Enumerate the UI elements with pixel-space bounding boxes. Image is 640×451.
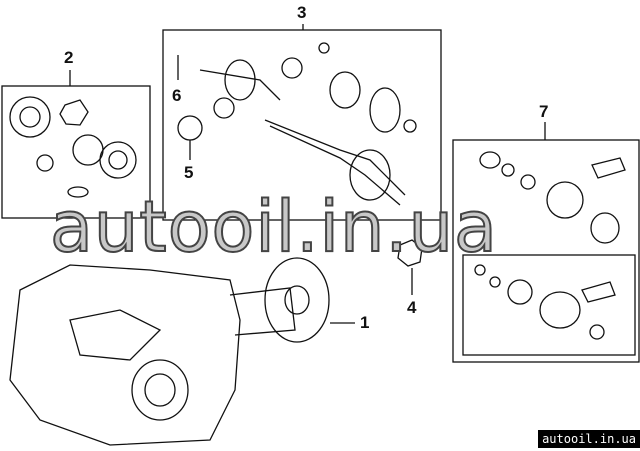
cv-joint-parts <box>474 151 626 340</box>
callout-4: 4 <box>407 298 417 317</box>
footer-watermark: autooil.in.ua <box>538 430 640 448</box>
group-box-3 <box>162 29 442 221</box>
watermark: autooil.in.ua <box>49 186 498 268</box>
callout-1: 1 <box>360 313 370 332</box>
callout-6: 6 <box>172 86 182 105</box>
callout-2: 2 <box>64 48 74 67</box>
callout-5: 5 <box>184 163 194 182</box>
group-box-7 <box>452 139 640 363</box>
callout-3: 3 <box>297 3 307 22</box>
group-box-7-inner <box>462 254 636 356</box>
group-box-2 <box>1 85 151 219</box>
leader-lines <box>69 24 546 324</box>
bearing-parts <box>9 96 137 198</box>
callout-7: 7 <box>539 102 549 121</box>
differential-housing <box>9 257 330 446</box>
